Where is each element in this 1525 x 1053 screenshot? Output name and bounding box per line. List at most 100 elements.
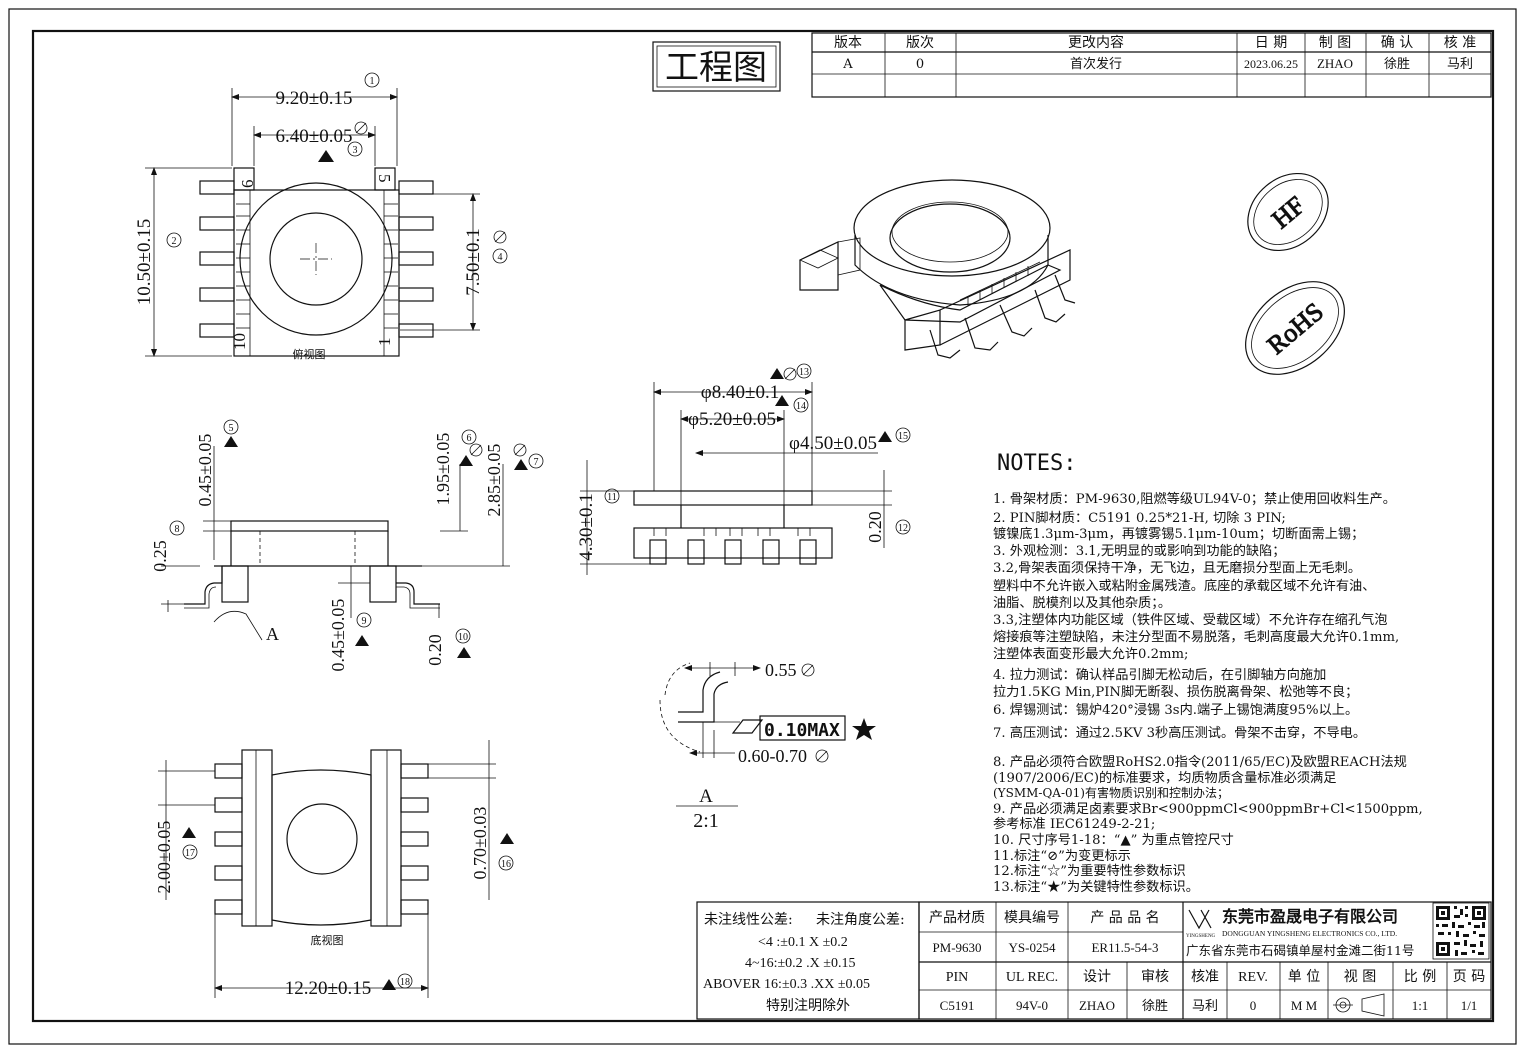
tolerance-linear-heading: 未注线性公差:	[704, 912, 793, 928]
rev-cell: 首次发行	[1070, 56, 1122, 72]
note-line: 1. 骨架材质：PM-9630,阻燃等级UL94V-0；禁止使用回收料生产。	[993, 490, 1396, 507]
rev-header-date: 日 期	[1255, 35, 1287, 51]
rev-header-confirm: 确 认	[1381, 35, 1413, 51]
dim-top-inner: 6.40±0.05	[276, 126, 353, 147]
note-line: 12.标注“☆”为重要特性参数标识	[993, 862, 1186, 879]
notes: NOTES: 1. 骨架材质：PM-9630,阻燃等级UL94V-0；禁止使用回…	[993, 451, 1423, 895]
info-label: 比 例	[1404, 969, 1436, 985]
info-label: 设计	[1083, 969, 1111, 985]
bottom-dim-18: 12.20±0.15	[285, 978, 371, 999]
rev-cell: A	[842, 57, 853, 72]
bottom-view: 底视图 2.00±0.05 17 0.70±0.03 16 12.20±0.15…	[154, 740, 514, 999]
rev-header-drawn: 制 图	[1319, 35, 1351, 51]
rev-cell: 2023.06.25	[1244, 57, 1298, 71]
info-value: YS-0254	[1009, 940, 1056, 955]
tolerance-box: 未注线性公差: 未注角度公差: <4 :±0.1 X ±0.2 4~16:±0.…	[696, 901, 920, 1020]
note-line: 参考标准 IEC61249-2-21;	[993, 815, 1155, 832]
front-view: φ8.40±0.1 13 φ5.20±0.05 14 φ4.50±0.05 15…	[576, 363, 911, 575]
side-dim-10: 0.20	[425, 634, 445, 666]
rev-header-approve: 核 准	[1444, 35, 1476, 51]
note-line: 6. 焊锡测试：锡炉420°浸锡 3s内.端子上锡饱满度95%以上。	[993, 702, 1358, 718]
info-value: 1:1	[1412, 998, 1429, 1013]
dim-no: 14	[796, 401, 806, 412]
note-line: 塑料中不允许嵌入或粘附金属残渣。底座的承载区域不允许有油、	[993, 578, 1375, 594]
info-value: 徐胜	[1142, 999, 1168, 1014]
info-value: M M	[1291, 998, 1318, 1013]
info-label: 视 图	[1344, 969, 1376, 985]
company-logo-text: YINGSHENG	[1186, 934, 1216, 939]
dim-no: 5	[229, 423, 234, 434]
note-line: 3.2,骨架表面须保持干净，无飞边，且无磨损分型面上无毛刺。	[993, 560, 1361, 576]
note-line: 13.标注“★”为关键特性参数标识。	[993, 878, 1199, 895]
side-dim-7: 2.85±0.05	[484, 444, 504, 517]
drawing-title-box: 工程图	[652, 41, 781, 92]
dim-no: 1	[370, 76, 375, 87]
dim-no: 7	[534, 457, 539, 468]
dim-no: 8	[175, 524, 180, 535]
drawing-title: 工程图	[665, 48, 767, 88]
detail-a: 0.55 0.10MAX 0.60-0.70 A 2:1	[659, 660, 876, 832]
note-line: 拉力1.5KG Min,PIN脚无断裂、损伤脱离骨架、松弛等不良；	[993, 683, 1358, 700]
tolerance-line: 4~16:±0.2 .X ±0.15	[745, 956, 855, 971]
tolerance-line: ABOVER 16:±0.3 .XX ±0.05	[703, 977, 870, 992]
dim-no: 3	[353, 145, 358, 156]
dim-no: 10	[458, 632, 468, 643]
front-dim-13: φ8.40±0.1	[701, 382, 779, 403]
note-line: (1907/2006/EC)的标准要求，均质物质含量标准必须满足	[993, 770, 1336, 786]
note-line: 熔接痕等注塑缺陷，未注分型面不易脱落，毛刺高度最大允许0.1mm,	[993, 628, 1399, 645]
dim-no: 17	[185, 848, 195, 859]
note-line: 11.标注“⊘”为变更标示	[993, 848, 1131, 864]
dim-no: 15	[898, 431, 908, 442]
projection-symbol-icon	[1333, 993, 1385, 1017]
tolerance-line: <4 :±0.1 X ±0.2	[758, 935, 848, 950]
note-line: 镀镍底1.3μm-3μm，再镀雾锡5.1μm-10um；切断面需上锡；	[993, 525, 1364, 542]
rev-cell: ZHAO	[1317, 56, 1353, 71]
bottom-dim-17: 2.00±0.05	[154, 821, 174, 894]
detail-dim-top: 0.55	[765, 660, 797, 680]
rohs-stamp: RoHS	[1245, 281, 1345, 375]
dim-no: 12	[898, 523, 908, 534]
note-line: 4. 拉力测试：确认样品引脚无松动后，在引脚轴方向施加	[993, 667, 1326, 683]
note-line: 2. PIN脚材质：C5191 0.25*21-H, 切除 3 PIN;	[993, 510, 1286, 526]
tolerance-footer: 特别注明除外	[766, 998, 850, 1014]
company-address: 广东省东莞市石碣镇单屋村金滩二街11号	[1186, 943, 1414, 958]
rev-cell: 徐胜	[1384, 57, 1410, 72]
note-line: 油脂、脱模剂以及其他杂质；。	[993, 595, 1171, 611]
dim-no: 9	[362, 616, 367, 627]
info-label: 核准	[1191, 969, 1219, 985]
side-dim-6: 1.95±0.05	[433, 433, 453, 506]
dim-top-hole: 7.50±0.1	[463, 228, 484, 295]
rev-header-version: 版本	[834, 35, 862, 51]
bottom-view-caption: 底视图	[311, 933, 344, 947]
side-dim-5: 0.45±0.05	[195, 434, 215, 507]
detail-dim-bottom: 0.60-0.70	[738, 746, 807, 766]
rev-cell: 马利	[1447, 57, 1473, 72]
inner-frame	[31, 29, 1495, 1023]
info-label: 产 品 品 名	[1090, 910, 1159, 926]
info-label: UL REC.	[1006, 970, 1058, 985]
note-line: 注塑体表面变形最大允许0.2mm;	[993, 646, 1189, 662]
company-name: 东莞市盈晟电子有限公司	[1222, 907, 1398, 926]
dim-no: 2	[172, 236, 177, 247]
front-dim-15: φ4.50±0.05	[789, 433, 877, 454]
tolerance-angle-heading: 未注角度公差:	[816, 912, 905, 928]
info-table: 产品材质 模具编号 产 品 品 名 PM-9630 YS-0254 ER11.5…	[918, 901, 1492, 1020]
outer-frame	[8, 8, 1517, 1045]
info-value: 0	[1250, 998, 1257, 1013]
dim-no: 6	[467, 433, 472, 444]
qr-code-icon	[1432, 902, 1490, 960]
front-dim-14: φ5.20±0.05	[688, 409, 776, 430]
dim-no: 11	[607, 492, 617, 503]
info-value: 1/1	[1461, 998, 1478, 1013]
rev-cell: 0	[916, 57, 924, 72]
info-label: 页 码	[1453, 969, 1485, 985]
info-label: 产品材质	[929, 910, 985, 926]
note-line: 3. 外观检测：3.1,无明显的或影响到功能的缺陷；	[993, 543, 1286, 559]
isometric-view	[799, 179, 1076, 359]
note-line: 9. 产品必须满足卤素要求Br<900ppmCl<900ppmBr+Cl<150…	[993, 801, 1423, 817]
dim-no: 18	[400, 977, 410, 988]
top-view: 6 5 10 1 俯视图 9.20±0.15 1 6.40±0.05 3 10.…	[134, 72, 508, 361]
dim-no: 13	[799, 367, 809, 378]
bottom-dim-16: 0.70±0.03	[470, 807, 490, 880]
side-dim-9: 0.45±0.05	[328, 599, 348, 672]
